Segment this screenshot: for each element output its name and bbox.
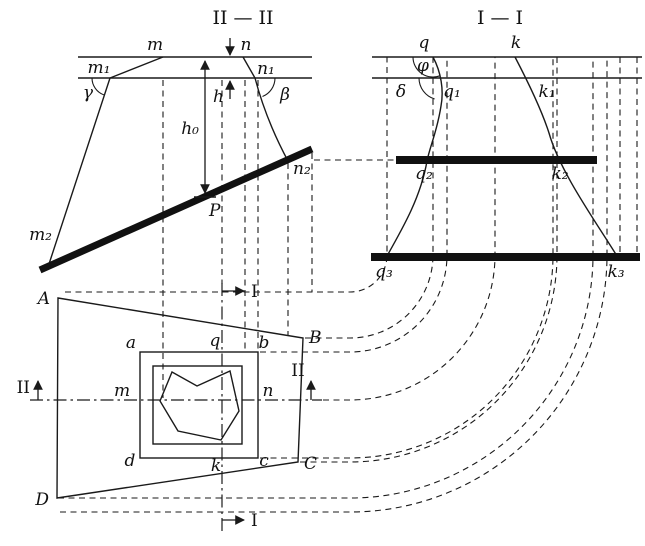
label-cut-I-bottom: I [251, 511, 258, 531]
label-gamma: γ [83, 83, 94, 103]
label-plan-n: n [263, 381, 274, 401]
inclined-seam-line [38, 145, 314, 274]
label-h0: h₀ [181, 119, 199, 139]
label-k1: k₁ [538, 82, 555, 102]
label-cut-II-left: II [17, 378, 30, 398]
projection-lines [58, 57, 638, 513]
label-m: m [147, 35, 163, 55]
label-phi: φ [417, 56, 429, 76]
label-beta: β [279, 85, 290, 105]
label-cut-I-top: I [251, 282, 258, 302]
label-plan-q: q [210, 331, 221, 351]
left-slope-curve [386, 56, 443, 257]
label-n2: n₂ [293, 159, 311, 179]
beta-angle-arc [262, 77, 276, 98]
label-plan-d: d [125, 451, 136, 471]
label-plan-m: m [114, 381, 130, 401]
transfer-arc [60, 57, 608, 513]
section-i-title: I — I [477, 7, 523, 29]
label-n: n [241, 35, 252, 55]
label-n1: n₁ [257, 59, 275, 79]
label-plan-c: c [259, 451, 269, 471]
right-slope-curve [514, 56, 618, 257]
label-k3: k₃ [607, 262, 624, 282]
label-q1: q₁ [443, 82, 461, 102]
label-plan-C: C [304, 454, 317, 474]
left-slope-line [48, 56, 164, 265]
label-cut-II-right: II [291, 361, 304, 381]
label-plan-B: B [308, 328, 322, 348]
transfer-arc [65, 57, 388, 293]
transfer-arc [300, 57, 558, 463]
label-delta: δ [396, 82, 406, 102]
transfer-arc [305, 57, 434, 339]
label-k: k [511, 33, 521, 53]
transfer-arc [323, 57, 496, 401]
label-plan-A: A [36, 289, 50, 309]
excavation-bottom-outline [159, 370, 240, 441]
right-slope-line [242, 56, 289, 162]
gamma-angle-arc [91, 77, 105, 96]
phi-angle-arc [412, 56, 441, 78]
section-cut-lines [30, 283, 322, 532]
label-m2: m₂ [29, 225, 52, 245]
middle-contour-abcd [139, 351, 259, 459]
transfer-arc [260, 57, 554, 459]
label-p: P [208, 201, 221, 221]
section-ii-view [38, 38, 314, 274]
label-m1: m₁ [88, 58, 111, 78]
label-plan-b: b [259, 333, 270, 353]
plan-view [56, 297, 304, 499]
inner-contour [152, 365, 243, 445]
delta-angle-arc [418, 77, 435, 100]
outer-boundary-ABCD [56, 297, 304, 499]
section-ii-title: II — II [212, 7, 273, 29]
label-plan-a: a [126, 333, 136, 353]
label-q: q [419, 33, 430, 53]
labels: II — II I — I m n m₁ n₁ γ β h h₀ m₂ n₂ P… [17, 7, 625, 531]
label-q2: q₂ [415, 164, 433, 184]
transfer-arc [58, 57, 594, 499]
label-h: h [213, 87, 224, 107]
label-plan-k: k [211, 456, 221, 476]
label-k2: k₂ [551, 164, 568, 184]
label-q3: q₃ [375, 262, 393, 282]
label-plan-D: D [34, 490, 49, 510]
section-i-view [371, 56, 642, 261]
